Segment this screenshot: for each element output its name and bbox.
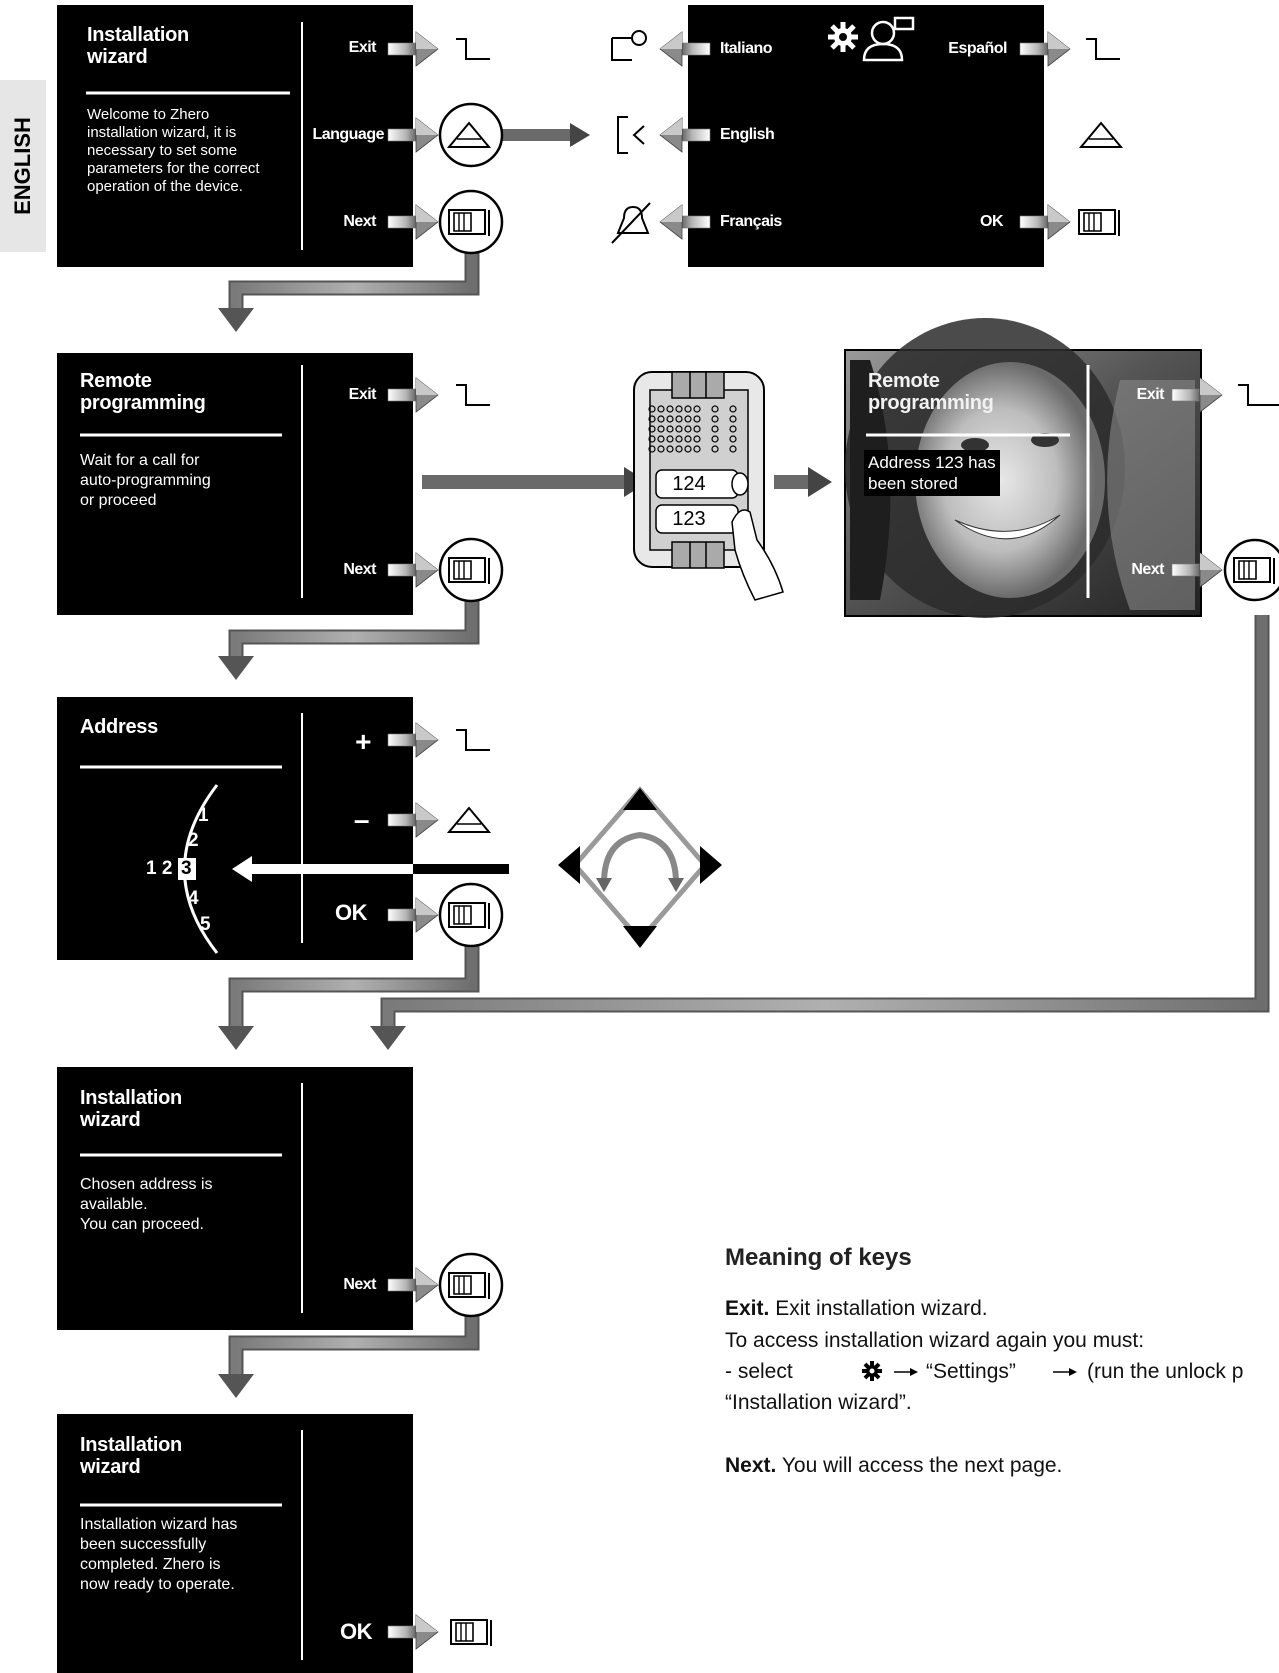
help-next-term: Next. xyxy=(725,1454,777,1477)
panel-button-label: 124 xyxy=(672,473,706,495)
screen-title: Remote programming xyxy=(80,370,206,414)
settings-gear-icon xyxy=(862,1361,882,1381)
next-key-label[interactable]: Next xyxy=(1131,561,1164,578)
screen-message: Installation wizard has been successfull… xyxy=(80,1516,238,1593)
screen-address-available xyxy=(57,1067,413,1330)
address-wheel-digit: 1 xyxy=(198,805,209,826)
address-selected-digit: 3 xyxy=(181,858,192,879)
screen-remote-programming xyxy=(57,353,413,615)
contact-icon xyxy=(611,30,647,61)
help-line-part: (run the unlock p xyxy=(1087,1360,1244,1383)
exit-icon xyxy=(455,729,491,751)
right-arrow-icon xyxy=(1053,1368,1077,1376)
language-side-tab: ENGLISH xyxy=(0,80,46,252)
language-key-label[interactable]: Language xyxy=(312,126,384,143)
ok-key-label[interactable]: OK xyxy=(335,900,368,925)
help-line-part: “Settings” xyxy=(926,1360,1016,1383)
address-wheel-digit: 5 xyxy=(200,914,211,935)
language-option-francais[interactable]: Français xyxy=(720,213,782,230)
ok-icon xyxy=(1078,209,1120,237)
screen-title: Installation wizard xyxy=(80,1434,182,1478)
triangle-icon xyxy=(1080,122,1122,148)
help-line: To access installation wizard again you … xyxy=(725,1329,1145,1352)
ok-key-label[interactable]: OK xyxy=(980,213,1004,230)
address-wheel-digit: 4 xyxy=(188,888,199,909)
help-line-part: - select xyxy=(725,1360,793,1383)
screen-welcome xyxy=(57,5,413,267)
back-icon xyxy=(617,116,645,154)
exit-key-label[interactable]: Exit xyxy=(348,39,377,56)
help-exit-line: Exit. Exit installation wizard. xyxy=(725,1297,988,1321)
minus-key-label[interactable]: – xyxy=(353,804,370,835)
address-prefix: 1 2 xyxy=(146,858,173,879)
screen-title: Installation wizard xyxy=(80,1087,182,1131)
mute-bell-icon xyxy=(611,202,651,244)
flow-arrows xyxy=(218,123,1270,1398)
triangle-icon xyxy=(448,807,490,833)
screen-completed xyxy=(57,1414,413,1673)
settings-user-icon xyxy=(828,16,915,62)
screen-language xyxy=(688,5,1044,267)
exit-icon xyxy=(1085,38,1121,60)
next-key-label[interactable]: Next xyxy=(343,1276,376,1293)
help-exit-term: Exit. xyxy=(725,1297,770,1320)
panel-button-label: 123 xyxy=(672,508,706,530)
screen-message: Wait for a call for auto-programming or … xyxy=(80,452,211,509)
stored-address-message: Address 123 has been stored xyxy=(864,450,1000,496)
screen-title: Address xyxy=(80,716,158,738)
exit-icon xyxy=(455,384,491,406)
direction-pad xyxy=(558,786,722,948)
screen-title: Remote programming xyxy=(868,370,994,414)
screen-address xyxy=(57,697,413,960)
address-wheel-digit: 2 xyxy=(188,830,199,851)
help-next-text: You will access the next page. xyxy=(776,1454,1063,1477)
screen-title: Installation wizard xyxy=(87,24,189,68)
help-next-line: Next. You will access the next page. xyxy=(725,1454,1062,1478)
help-title: Meaning of keys xyxy=(725,1244,912,1271)
right-arrow-icon xyxy=(894,1368,918,1376)
pressing-finger xyxy=(731,509,784,601)
entry-panel xyxy=(633,371,784,601)
help-exit-text: Exit installation wizard. xyxy=(769,1297,988,1320)
language-option-italiano[interactable]: Italiano xyxy=(720,40,773,57)
screen-message: Welcome to Zhero installation wizard, it… xyxy=(87,106,260,195)
ok-icon xyxy=(450,1619,492,1647)
exit-key-label[interactable]: Exit xyxy=(1136,386,1165,403)
screen-message: Chosen address is available. You can pro… xyxy=(80,1176,213,1233)
help-line: “Installation wizard”. xyxy=(725,1391,912,1414)
language-option-espanol[interactable]: Español xyxy=(948,40,1007,57)
exit-key-label[interactable]: Exit xyxy=(348,386,377,403)
side-tab-label: ENGLISH xyxy=(10,117,35,215)
next-key-label[interactable]: Next xyxy=(343,561,376,578)
next-key-label[interactable]: Next xyxy=(343,213,376,230)
ok-key-label[interactable]: OK xyxy=(340,1619,373,1644)
plus-key-label[interactable]: + xyxy=(355,726,371,757)
exit-icon xyxy=(455,38,491,60)
language-option-english[interactable]: English xyxy=(720,126,775,143)
